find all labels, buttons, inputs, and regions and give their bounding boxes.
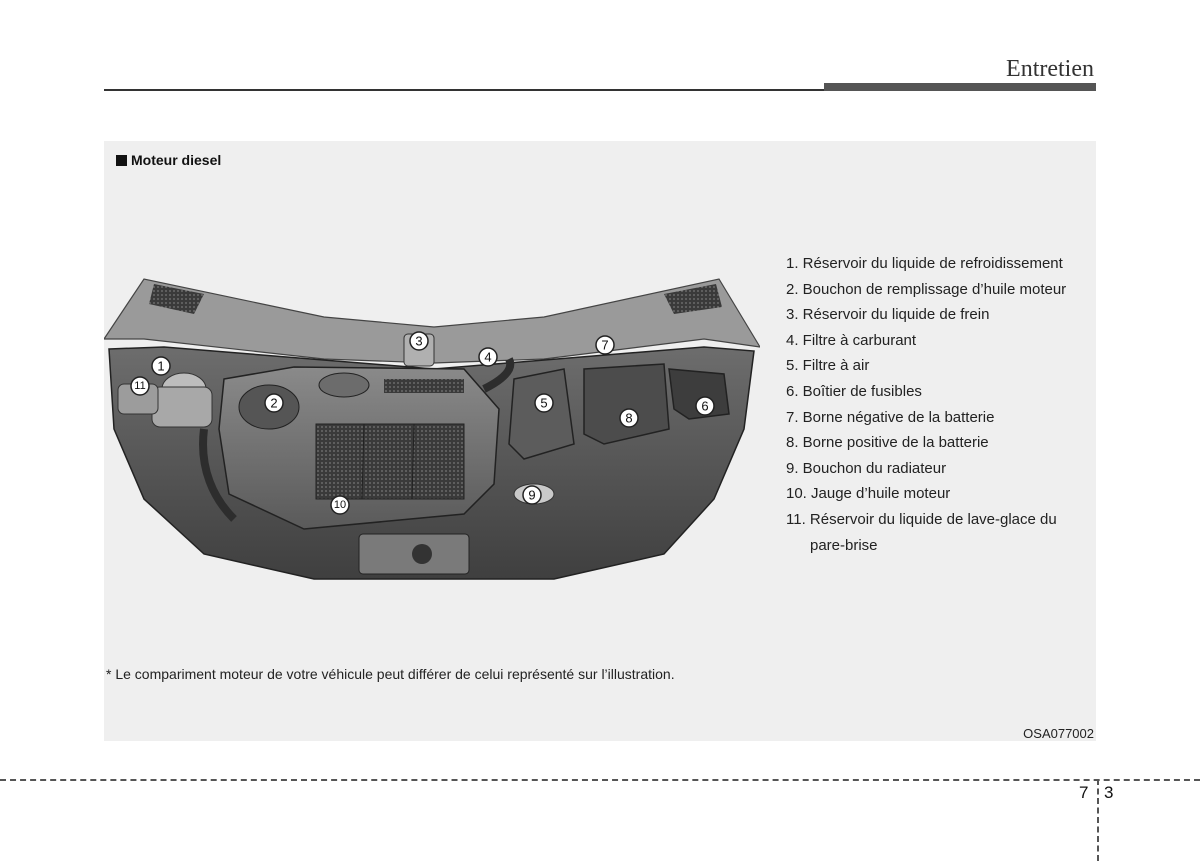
chapter-title: Entretien (1006, 56, 1094, 82)
svg-text:9: 9 (528, 488, 535, 503)
callout-9: 9 (522, 485, 542, 505)
legend-item: 9. Bouchon du radiateur (786, 459, 947, 477)
callout-2: 2 (264, 393, 284, 413)
section-title: Moteur diesel (116, 152, 221, 168)
callout-11: 11 (130, 376, 150, 396)
svg-text:5: 5 (540, 396, 547, 411)
legend-item: 8. Borne positive de la batterie (786, 434, 989, 452)
figure-reference-code: OSA077002 (1023, 726, 1094, 741)
callout-4: 4 (478, 347, 498, 367)
legend-item: 5. Filtre à air (786, 357, 870, 375)
illustration-footnote: * Le compariment moteur de votre véhicul… (106, 666, 675, 682)
legend-item: 1. Réservoir du liquide de refroidisseme… (786, 255, 1063, 272)
engine-bay-illustration: 1 2 3 4 5 6 7 8 9 10 11 (104, 278, 760, 580)
callout-3: 3 (409, 331, 429, 351)
legend-item: 4. Filtre à carburant (786, 331, 917, 349)
svg-text:3: 3 (415, 334, 422, 349)
callout-5: 5 (534, 393, 554, 413)
footer-page-divider (1097, 779, 1099, 861)
legend-item: 2. Bouchon de remplissage d’huile moteur (786, 280, 1067, 298)
figure-panel: Moteur diesel (104, 141, 1096, 741)
svg-text:6: 6 (701, 399, 708, 414)
callout-6: 6 (695, 396, 715, 416)
legend-item: 6. Boîtier de fusibles (786, 382, 922, 400)
header-rule-accent (824, 83, 1096, 91)
callouts: 1 2 3 4 5 6 7 8 9 10 11 (130, 331, 715, 515)
legend-item: 10. Jauge d’huile moteur (786, 485, 951, 503)
component-legend: 1. Réservoir du liquide de refroidisseme… (786, 251, 1091, 558)
header-rule (104, 89, 824, 91)
footer-divider (0, 779, 1200, 781)
legend-item: 7. Borne négative de la batterie (786, 408, 995, 426)
page-number: 3 (1104, 783, 1114, 802)
svg-text:8: 8 (625, 411, 632, 426)
svg-text:11: 11 (134, 380, 145, 392)
legend-item: 11. Réservoir du liquide de lave-glace d… (786, 510, 1057, 554)
svg-text:7: 7 (601, 338, 608, 353)
callout-10: 10 (330, 495, 350, 515)
chapter-number: 7 (1079, 783, 1089, 802)
callout-8: 8 (619, 408, 639, 428)
legend-item: 3. Réservoir du liquide de frein (786, 306, 990, 324)
square-bullet-icon (116, 155, 127, 166)
callout-1: 1 (151, 356, 171, 376)
svg-text:4: 4 (484, 350, 491, 365)
svg-text:1: 1 (157, 359, 164, 374)
svg-text:10: 10 (334, 499, 346, 511)
callout-7: 7 (595, 335, 615, 355)
svg-text:2: 2 (270, 396, 277, 411)
